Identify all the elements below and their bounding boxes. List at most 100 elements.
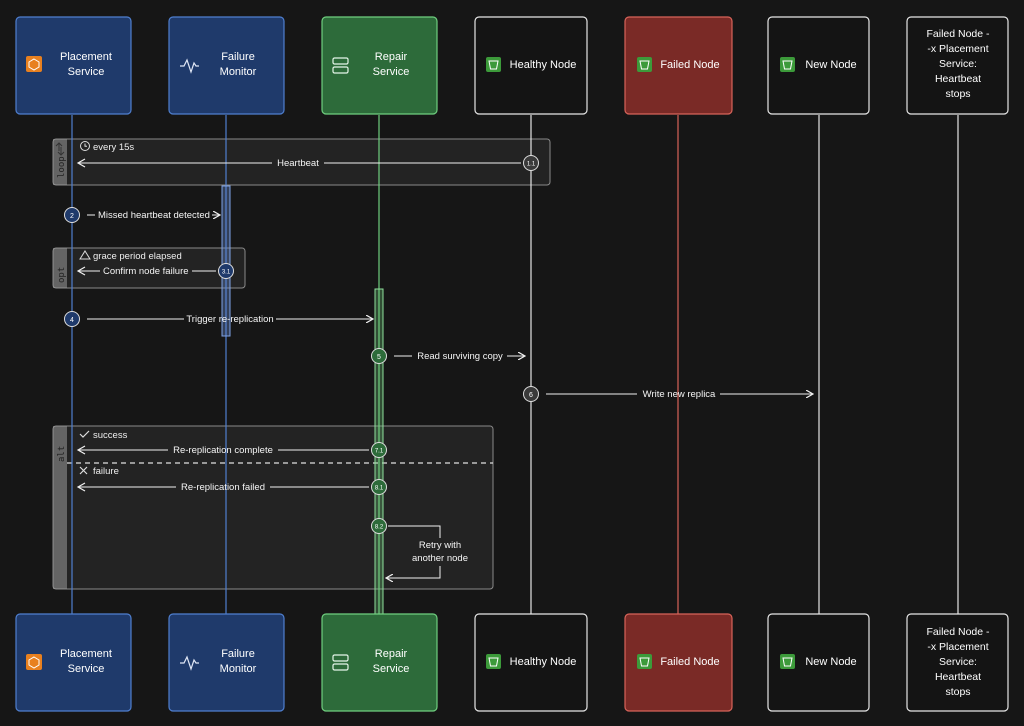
message-label: Heartbeat [277,158,319,169]
pulse-icon [180,655,199,671]
participant-repair-service-bottom: Repair Service [321,613,438,712]
message-rereplication-failed: Re-replication failed 8.1 [76,479,387,495]
step-number: 5 [377,354,381,361]
participant-label-line-1: Failure [221,648,255,660]
step-number: 8.1 [375,486,384,492]
participants-top: Placement Service Failure Monitor Repair… [15,16,1009,115]
step-number: 7.1 [375,449,384,455]
storage-bucket-icon [486,57,501,72]
participant-label: Healthy Node [510,59,577,71]
alt-keyword: alt [57,446,67,462]
step-badge [371,348,387,364]
activation-repair [374,288,384,632]
storage-bucket-icon [637,654,652,669]
alt-condition: success [93,430,128,441]
loop-keyword: loop [57,156,67,178]
participant-label-line-2: Service [373,66,410,78]
participant-new-node-bottom: New Node [767,613,870,712]
x-icon [79,466,88,475]
storage-bucket-icon [637,57,652,72]
participant-label-line-2: Service [68,663,105,675]
participant-label-line-3: Service: [939,58,977,70]
step-badge [523,386,539,402]
participant-label-line-2: Service [373,663,410,675]
participant-failed-node-note: Failed Node - -x Placement Service: Hear… [906,16,1009,115]
participant-label-line-4: Heartbeat [935,73,981,85]
server-stack-icon [332,654,349,671]
loop-fragment: loop every 15s [52,138,551,186]
participant-label-line-2: Service [68,66,105,78]
pulse-icon [180,58,199,74]
participant-label-line-1: Placement [60,51,112,63]
participants-bottom: Placement Service Failure Monitor Repair… [15,613,1009,712]
participant-label-line-2: -x Placement [927,641,988,653]
participant-label: New Node [805,656,856,668]
participant-failure-monitor-bottom: Failure Monitor [168,613,285,712]
step-badge [218,263,234,279]
participant-repair-service: Repair Service [321,16,438,115]
clock-icon [80,141,90,151]
message-confirm-failure: Confirm node failure 3.1 [76,263,234,279]
message-rereplication-complete: Re-replication complete 7.1 [76,442,387,458]
participant-label-line-2: -x Placement [927,43,988,55]
participant-placement-service: Placement Service [15,16,132,115]
participant-label-line-3: Service: [939,656,977,668]
message-missed-heartbeat: 2 Missed heartbeat detected [64,207,221,223]
message-label: Re-replication failed [181,482,265,493]
step-number: 2 [70,213,74,220]
participant-label: New Node [805,59,856,71]
participant-failed-node-bottom: Failed Node [624,613,733,712]
step-number: 1.1 [527,162,536,168]
step-number: 6 [529,392,533,399]
storage-bucket-icon [780,57,795,72]
participant-healthy-node-bottom: Healthy Node [474,613,588,712]
message-retry-self: 8.2 Retry with another node [371,518,468,579]
opt-fragment: opt grace period elapsed [52,247,246,289]
step-badge [371,442,387,458]
step-number: 3.1 [222,270,231,276]
message-label: Re-replication complete [173,445,273,456]
step-badge [371,518,387,534]
message-label-line-2: another node [412,553,468,564]
participant-label-line-1: Repair [375,51,408,63]
server-stack-icon [332,57,349,74]
opt-condition: grace period elapsed [93,251,182,262]
step-number: 8.2 [375,525,384,531]
step-badge [64,207,80,223]
loop-icon [55,142,65,156]
step-badge [64,311,80,327]
message-label: Trigger re-replication [186,314,273,325]
message-write-replica: 6 Write new replica [523,386,814,402]
activation-monitor [221,185,231,337]
participant-label-line-1: Failure [221,51,255,63]
message-label: Read surviving copy [417,351,503,362]
message-label: Write new replica [643,389,716,400]
participant-new-node: New Node [767,16,870,115]
participant-label-line-1: Failed Node - [926,626,990,638]
participant-failed-node: Failed Node [624,16,733,115]
participant-healthy-node: Healthy Node [474,16,588,115]
check-icon [79,430,90,438]
message-trigger-rereplication: 4 Trigger re-replication [64,311,374,327]
step-badge [371,479,387,495]
participant-failed-node-note-bottom: Failed Node - -x Placement Service: Hear… [906,613,1009,712]
storage-bucket-icon [780,654,795,669]
step-number: 4 [70,317,74,324]
message-label: Missed heartbeat detected [98,210,210,221]
step-badge [523,155,539,171]
alt-else-condition: failure [93,466,119,477]
participant-placement-service-bottom: Placement Service [15,613,132,712]
participant-failure-monitor: Failure Monitor [168,16,285,115]
participant-label: Healthy Node [510,656,577,668]
warning-icon [79,250,91,260]
participant-label-line-1: Repair [375,648,408,660]
participant-label: Failed Node [660,656,719,668]
participant-label-line-1: Failed Node - [926,28,990,40]
message-heartbeat: Heartbeat 1.1 [76,155,539,171]
participant-label: Failed Node [660,59,719,71]
opt-keyword: opt [57,267,67,283]
message-read-copy: 5 Read surviving copy [371,348,526,364]
message-label-line-1: Retry with [419,540,461,551]
